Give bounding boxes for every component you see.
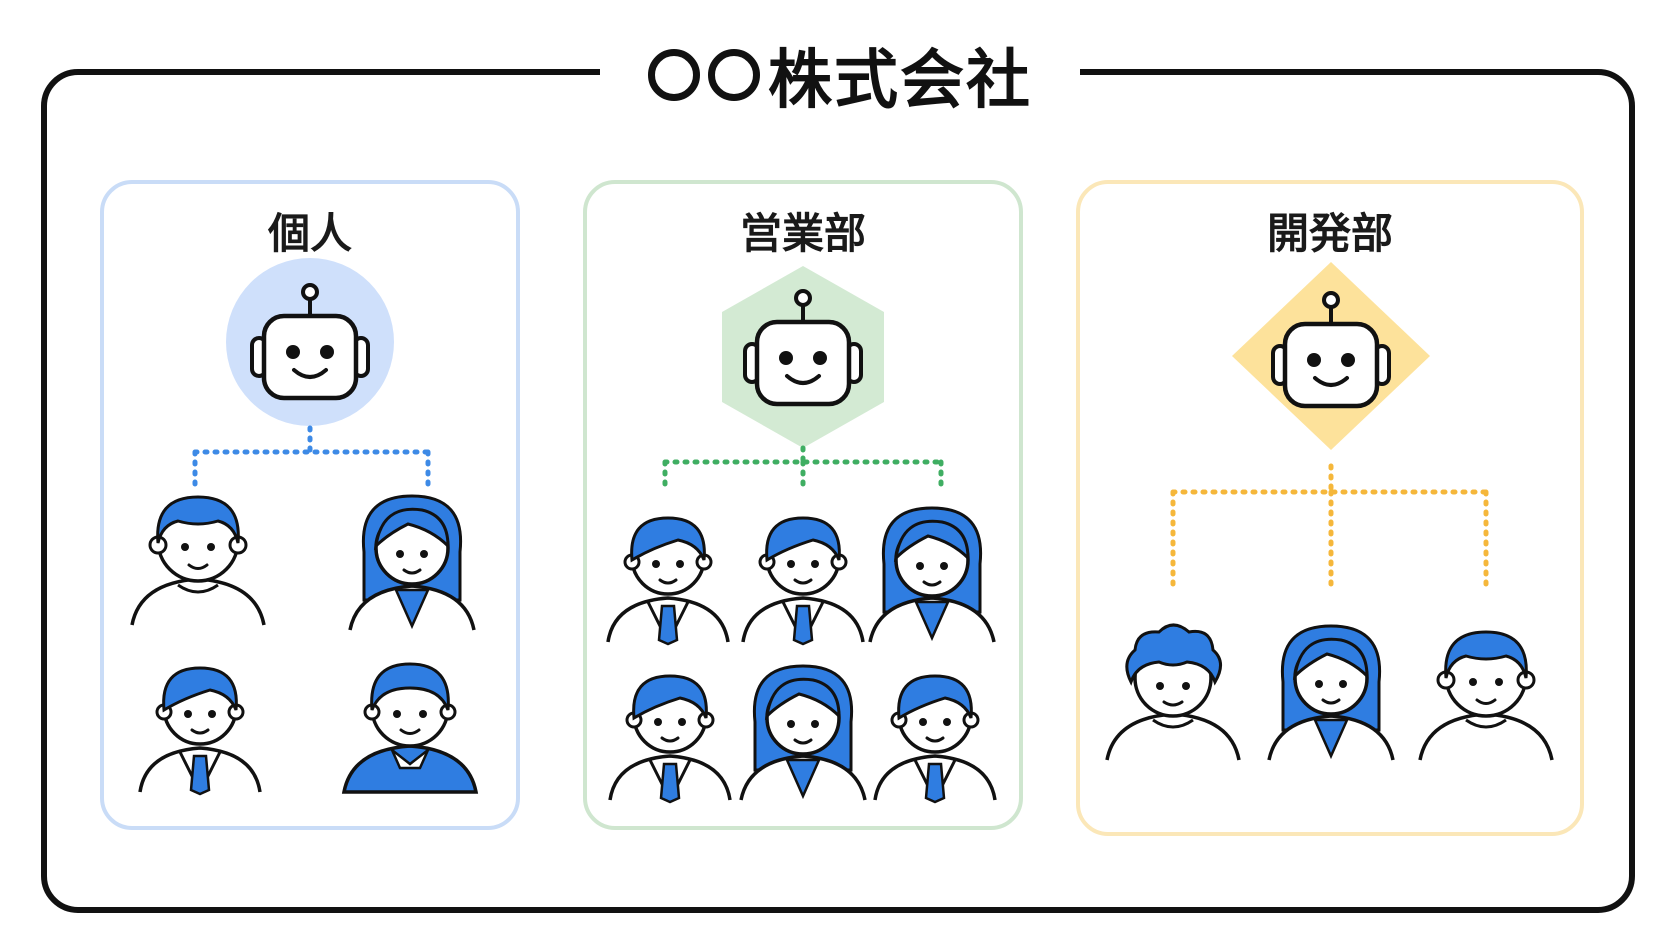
person-icon (130, 495, 266, 627)
person-icon (1418, 630, 1554, 762)
group-title-dev: 開発部 (1266, 209, 1393, 258)
person-icon (741, 516, 865, 646)
person-icon (138, 666, 262, 796)
connector-dev (1170, 463, 1489, 591)
group-title-individual: 個人 (267, 209, 352, 258)
connector-sales (662, 445, 944, 495)
group-panel-sales: 営業部 (583, 180, 1023, 830)
person-icon (348, 494, 476, 632)
person-icon (873, 674, 997, 804)
person-icon (1267, 624, 1395, 762)
person-icon (608, 674, 732, 804)
person-icon (342, 662, 478, 794)
company-name: 株式会社 (768, 44, 1032, 118)
person-icon (1105, 623, 1241, 762)
person-icon (606, 516, 730, 646)
group-panel-individual: 個人 (100, 180, 520, 830)
placeholder-circle-2 (708, 49, 760, 101)
company-title: 株式会社 (600, 30, 1080, 120)
connector-individual (192, 425, 431, 491)
placeholder-circle-1 (648, 49, 700, 101)
person-icon (739, 664, 867, 802)
group-title-sales: 営業部 (739, 209, 866, 258)
person-icon (868, 506, 996, 644)
group-panel-dev: 開発部 (1076, 180, 1584, 836)
